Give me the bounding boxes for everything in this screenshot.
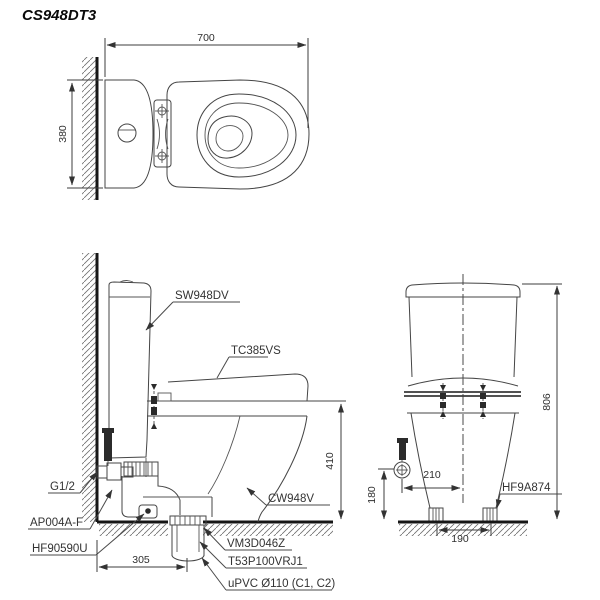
seat-lid-outline [166,79,310,190]
wall-hatching [82,57,97,200]
dimension-180: 180 [366,468,394,520]
label-outlet-flange: VM3D046Z [203,527,292,551]
seat-ring-outer [196,93,297,178]
water-surface-inner [215,125,244,152]
dimension-806: 806 [522,283,562,520]
part-label-outlet-flange: VM3D046Z [227,538,285,550]
label-drain-pipe: uPVC Ø110 (C1, C2) [201,557,335,591]
label-supply-hose: HF90590U [30,513,145,556]
dimension-410: 410 [324,403,344,520]
seat-side-profile [147,373,346,429]
part-label-bolt-cap: HF9A874 [502,482,551,494]
dim-190-label: 190 [451,533,469,545]
dimension-380: 380 [57,79,103,189]
water-surface-outer [207,115,253,159]
bowl-side-profile [145,415,308,523]
label-outlet-joint: T53P100VRJ1 [199,541,307,569]
drawing-title: CS948DT3 [22,7,97,24]
dimension-305: 305 [96,540,188,572]
floor-bracket [138,504,158,519]
label-bolt-cap: HF9A874 [495,482,562,509]
front-view: HF9A874 806 180 210 190 [366,274,562,545]
label-tank: SW948DV [145,290,240,331]
part-label-angle-valve: AP004A-F [30,517,83,529]
flush-button [117,123,137,143]
wall-hatching [82,253,97,522]
part-label-tank: SW948DV [175,290,229,302]
seat-ring-inner [204,102,289,169]
dimension-700: 700 [104,32,309,128]
outlet-flange [169,515,207,526]
seat-hinge-plate [153,99,172,168]
shutoff-valve-symbol [393,438,411,479]
drain-pipe [171,525,205,562]
seat-bolt-right [480,383,486,419]
dim-210-label: 210 [423,469,441,481]
part-label-supply-hose: HF90590U [32,543,88,555]
seat-front-profile [404,383,521,419]
label-seat: TC385VS [216,345,281,379]
part-label-seat: TC385VS [231,345,281,357]
bracket-bolt [145,508,151,514]
part-label-drain-pipe: uPVC Ø110 (C1, C2) [228,578,335,590]
label-bowl: CW948V [246,487,330,506]
tank-side-profile [108,280,152,459]
dim-380-label: 380 [57,125,69,143]
dimension-210: 210 [401,469,461,493]
seat-bolt-left [440,383,446,419]
tank-front-profile [405,282,521,387]
plan-view: 700 380 [57,32,310,200]
dim-700-label: 700 [197,32,215,44]
trap-outlet-assembly [121,461,213,562]
part-label-bowl: CW948V [268,493,314,505]
part-label-outlet-joint: T53P100VRJ1 [228,556,303,568]
part-label-water-inlet: G1/2 [50,481,75,493]
label-water-inlet: G1/2 [48,471,98,494]
dim-305-label: 305 [132,554,150,566]
dim-180-label: 180 [366,486,378,504]
dim-806-label: 806 [541,393,553,411]
dimension-190: 190 [436,523,492,545]
tank-plan-outline [104,79,154,189]
label-angle-valve: AP004A-F [28,489,113,530]
side-view: SW948DV TC385VS CW948V G1/2 AP004A-F HF9… [28,253,346,591]
dim-410-label: 410 [324,452,336,470]
